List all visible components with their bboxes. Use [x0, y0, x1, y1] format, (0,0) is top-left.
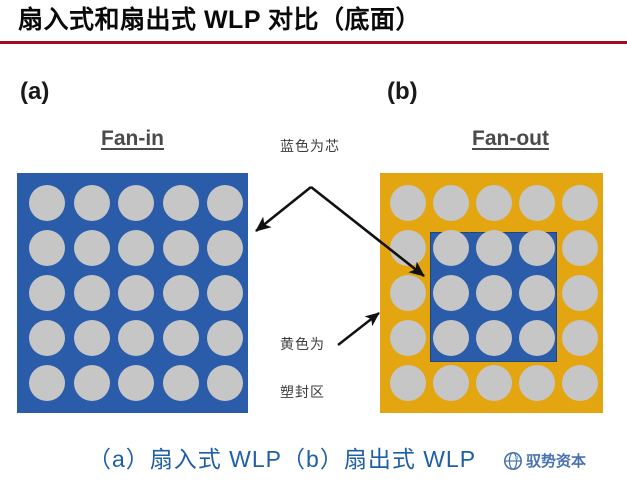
solder-ball — [29, 320, 65, 356]
solder-ball — [29, 230, 65, 266]
solder-ball — [162, 365, 199, 401]
fan-in-substrate — [17, 173, 248, 413]
solder-ball — [519, 320, 555, 356]
solder-ball — [519, 365, 555, 401]
panel-heading-fan-in: Fan-in — [101, 127, 164, 150]
fan-out-substrate — [380, 173, 603, 413]
page-title: 扇入式和扇出式 WLP 对比（底面） — [18, 6, 421, 34]
solder-ball — [562, 320, 598, 356]
solder-ball — [207, 320, 243, 356]
figure-caption: （a）扇入式 WLP（b）扇出式 WLP — [88, 446, 477, 472]
watermark-label: 驭势资本 — [526, 453, 587, 470]
solder-ball — [476, 275, 512, 311]
solder-ball — [162, 320, 199, 356]
solder-ball — [433, 320, 469, 356]
panel-tag-b: (b) — [387, 78, 418, 105]
arrow-mold-to-fan-out — [337, 312, 380, 346]
fan-in-ball-grid — [17, 173, 248, 413]
solder-ball — [476, 185, 512, 221]
solder-ball — [207, 365, 243, 401]
solder-ball — [390, 275, 426, 311]
solder-ball — [162, 185, 199, 221]
solder-ball — [29, 365, 65, 401]
solder-ball — [390, 365, 426, 401]
panel-tag-a: (a) — [20, 78, 50, 105]
callout-molding-area: 塑封区 — [280, 384, 325, 400]
solder-ball — [562, 185, 598, 221]
solder-ball — [433, 275, 469, 311]
solder-ball — [118, 320, 154, 356]
solder-ball — [519, 185, 555, 221]
solder-ball — [519, 275, 555, 311]
solder-ball — [433, 230, 469, 266]
solder-ball — [476, 365, 512, 401]
solder-ball — [162, 275, 199, 311]
solder-ball — [29, 275, 65, 311]
solder-ball — [118, 365, 154, 401]
solder-ball — [73, 275, 110, 311]
callout-yellow-is: 黄色为 — [280, 336, 325, 352]
solder-ball — [118, 230, 154, 266]
solder-ball — [73, 230, 110, 266]
solder-ball — [390, 230, 426, 266]
watermark: 驭势资本 — [503, 450, 586, 471]
solder-ball — [73, 365, 110, 401]
solder-ball — [433, 365, 469, 401]
solder-ball — [562, 275, 598, 311]
arrow-core-to-fan-in — [255, 185, 312, 233]
fan-out-ball-grid — [380, 173, 603, 413]
solder-ball — [390, 185, 426, 221]
solder-ball — [562, 365, 598, 401]
solder-ball — [562, 230, 598, 266]
solder-ball — [207, 275, 243, 311]
panel-heading-fan-out: Fan-out — [472, 127, 549, 150]
title-divider-rule — [0, 41, 627, 44]
solder-ball — [476, 320, 512, 356]
globe-logo-icon — [504, 451, 522, 470]
solder-ball — [476, 230, 512, 266]
solder-ball — [29, 185, 65, 221]
solder-ball — [519, 230, 555, 266]
solder-ball — [73, 185, 110, 221]
solder-ball — [207, 230, 243, 266]
callout-blue-is-core: 蓝色为芯 — [280, 138, 340, 154]
solder-ball — [390, 320, 426, 356]
solder-ball — [118, 185, 154, 221]
solder-ball — [73, 320, 110, 356]
solder-ball — [118, 275, 154, 311]
solder-ball — [433, 185, 469, 221]
solder-ball — [207, 185, 243, 221]
solder-ball — [162, 230, 199, 266]
